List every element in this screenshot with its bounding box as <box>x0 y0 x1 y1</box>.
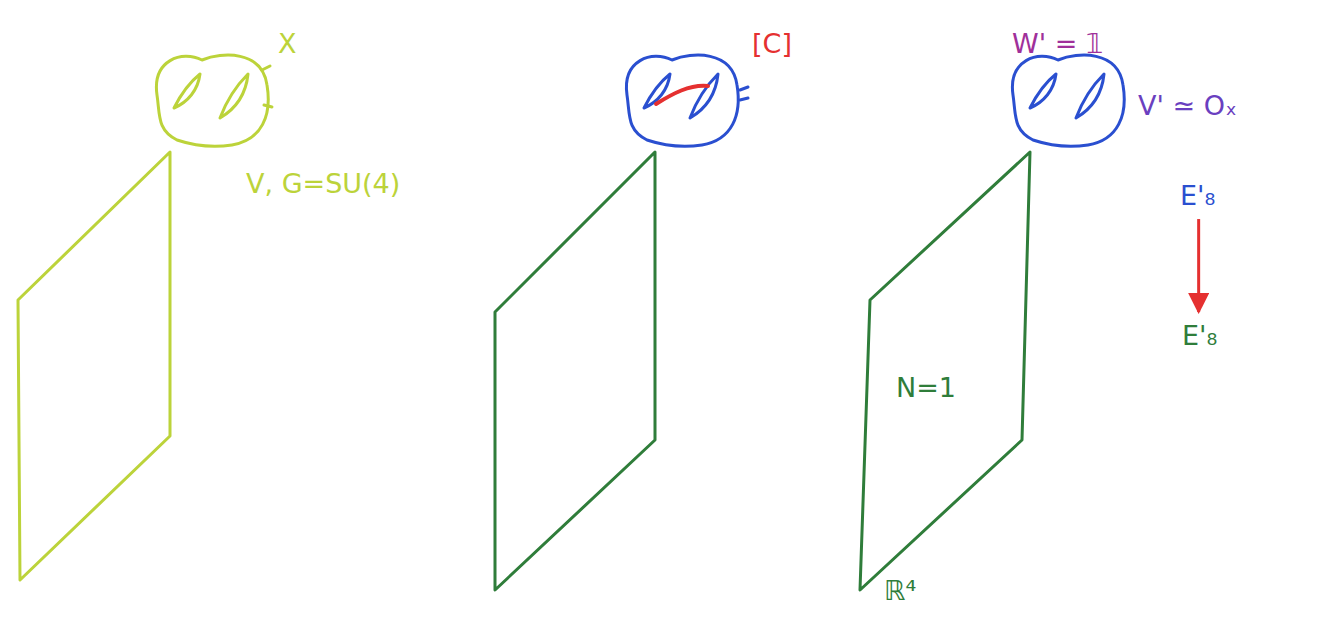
math-label: [C] <box>752 28 792 59</box>
plane <box>860 152 1030 590</box>
math-label: ℝ⁴ <box>884 575 916 606</box>
math-label: V, G=SU(4) <box>246 168 400 199</box>
math-label: N=1 <box>896 372 956 403</box>
group-name: E'₈ <box>1182 320 1217 351</box>
curve-c <box>656 86 708 104</box>
group-label: E'₈ <box>1178 318 1221 353</box>
genus-two-surface <box>1012 55 1124 146</box>
plane <box>495 152 655 590</box>
arrow <box>1197 219 1200 312</box>
math-label: V' ≃ Oₓ <box>1138 90 1237 121</box>
math-label: W' = 𝟙 <box>1012 28 1103 59</box>
group-name: E'₈ <box>1180 180 1215 211</box>
genus-two-surface <box>156 55 272 146</box>
math-label: X <box>278 28 297 59</box>
plane <box>18 152 170 580</box>
group-label: E'₈ <box>1176 178 1219 213</box>
genus-two-surface <box>626 55 748 146</box>
